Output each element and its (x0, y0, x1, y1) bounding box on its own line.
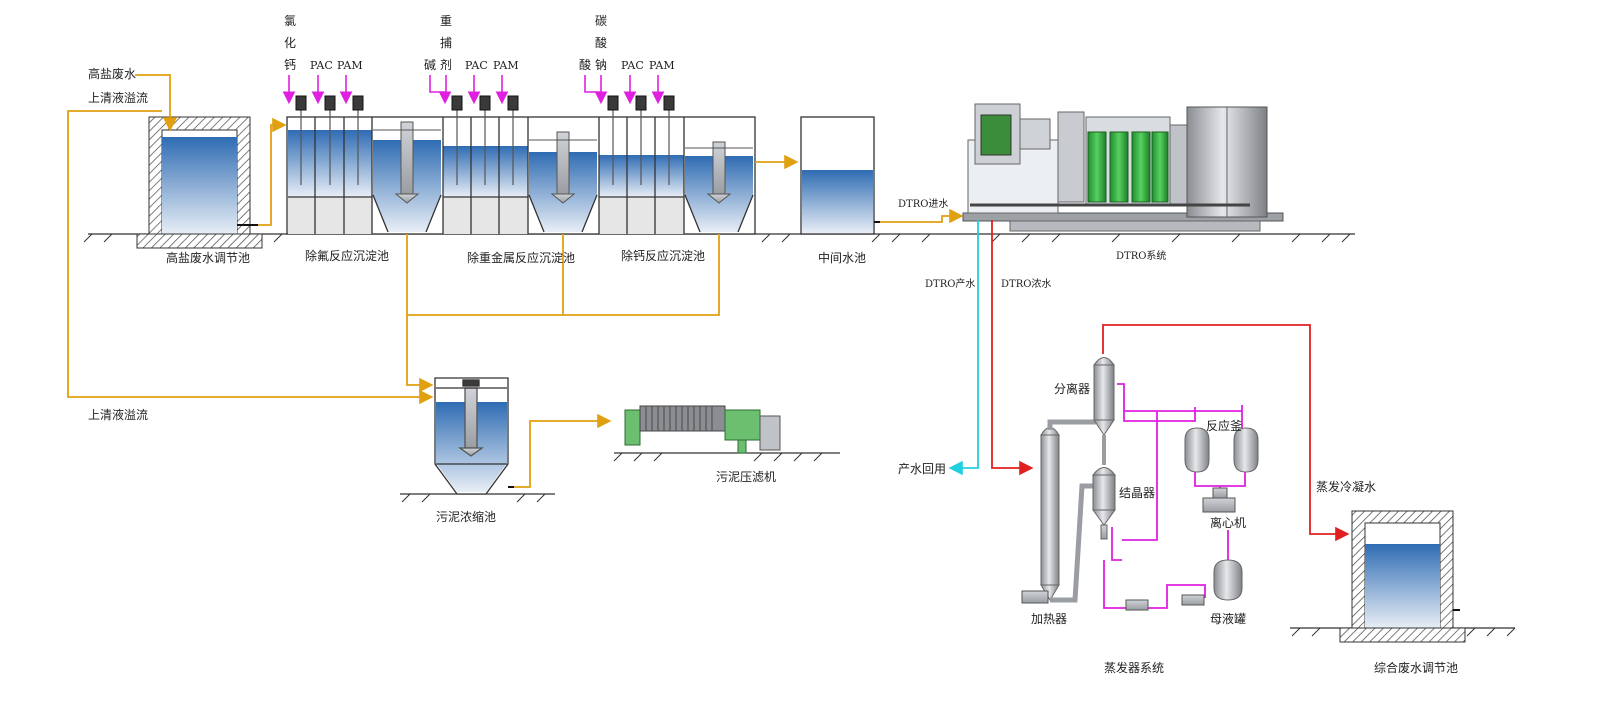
chem-na-2: 酸 (595, 35, 607, 50)
chem-pac-3: PAC (621, 59, 644, 72)
label-mother-liquor-tank: 母液罐 (1210, 611, 1246, 626)
label-decalcium-tank: 除钙反应沉淀池 (621, 248, 705, 263)
label-heavy-metal-tank: 除重金属反应沉淀池 (467, 250, 575, 265)
chem-cacl-1: 氯 (284, 14, 296, 28)
label-high-salt-wastewater: 高盐废水 (88, 66, 136, 81)
label-dtro-concentrate: DTRO浓水 (1001, 278, 1051, 290)
label-dtro-system: DTRO系统 (1116, 249, 1166, 262)
chem-cacl-2: 化 (284, 36, 296, 50)
sludge-thickener (434, 377, 514, 495)
chem-pam-2: PAM (493, 59, 519, 72)
label-supernatant-bottom: 上清液溢流 (88, 407, 148, 422)
label-supernatant-top: 上清液溢流 (88, 90, 148, 105)
chem-hm-2: 捕 (440, 35, 452, 50)
chem-hm-1: 重 (440, 14, 452, 28)
label-dtro-inlet: DTRO进水 (898, 198, 948, 210)
chem-pac-2: PAC (465, 59, 488, 72)
label-centrifuge: 离心机 (1210, 515, 1246, 530)
dtro-system (962, 103, 1284, 232)
chem-pam-3: PAM (649, 59, 675, 72)
label-sludge-thickener: 污泥浓缩池 (436, 509, 496, 524)
high-salt-tank (136, 116, 263, 249)
ground-lines (88, 233, 1515, 629)
label-separator: 分离器 (1054, 381, 1090, 396)
settler-columns (373, 121, 753, 204)
orange-lines (67, 74, 964, 488)
label-filter-press: 污泥压滤机 (716, 470, 776, 484)
combined-tank (1339, 510, 1466, 643)
label-reactor: 反应釜 (1206, 418, 1242, 433)
chem-pac-1: PAC (310, 59, 333, 72)
label-crystallizer: 结晶器 (1119, 486, 1155, 500)
middle-tank (800, 116, 880, 235)
filter-press (624, 405, 781, 454)
label-dtro-product: DTRO产水 (925, 277, 975, 290)
reaction-tank-block (286, 116, 756, 235)
label-product-reuse: 产水回用 (898, 462, 946, 476)
label-middle-tank: 中间水池 (818, 250, 866, 265)
mixer-shafts (300, 110, 670, 185)
label-evap-condensate: 蒸发冷凝水 (1316, 479, 1376, 494)
chem-na-3: 钠 (595, 57, 607, 72)
diagram-labels: 高盐废水 上清液溢流 上清液溢流 高盐废水调节池 除氟反应沉淀池 除重金属反应沉… (88, 66, 1458, 675)
ground-hatch (83, 233, 1516, 637)
chem-cacl-3: 钙 (284, 58, 296, 72)
label-evaporator-system: 蒸发器系统 (1104, 660, 1164, 675)
chem-hm-3: 剂 (440, 57, 452, 72)
label-combined-tank: 综合废水调节池 (1374, 660, 1458, 675)
evaporator-system (1021, 357, 1259, 611)
label-heater: 加热器 (1031, 612, 1067, 626)
dtro-outlet-lines (948, 220, 1350, 542)
chem-pam-1: PAM (337, 59, 363, 72)
label-high-salt-tank: 高盐废水调节池 (166, 250, 250, 265)
label-defluoride-tank: 除氟反应沉淀池 (305, 248, 389, 263)
chemical-labels: 氯 化 钙 PAC PAM 碱 重 捕 剂 PAC PAM 酸 碳 酸 钠 PA… (284, 14, 675, 72)
dosing-lines (282, 75, 665, 105)
chem-acid: 酸 (579, 57, 591, 72)
mixer-motors (295, 95, 675, 111)
chem-base: 碱 (424, 58, 436, 72)
chem-na-1: 碳 (595, 14, 607, 28)
